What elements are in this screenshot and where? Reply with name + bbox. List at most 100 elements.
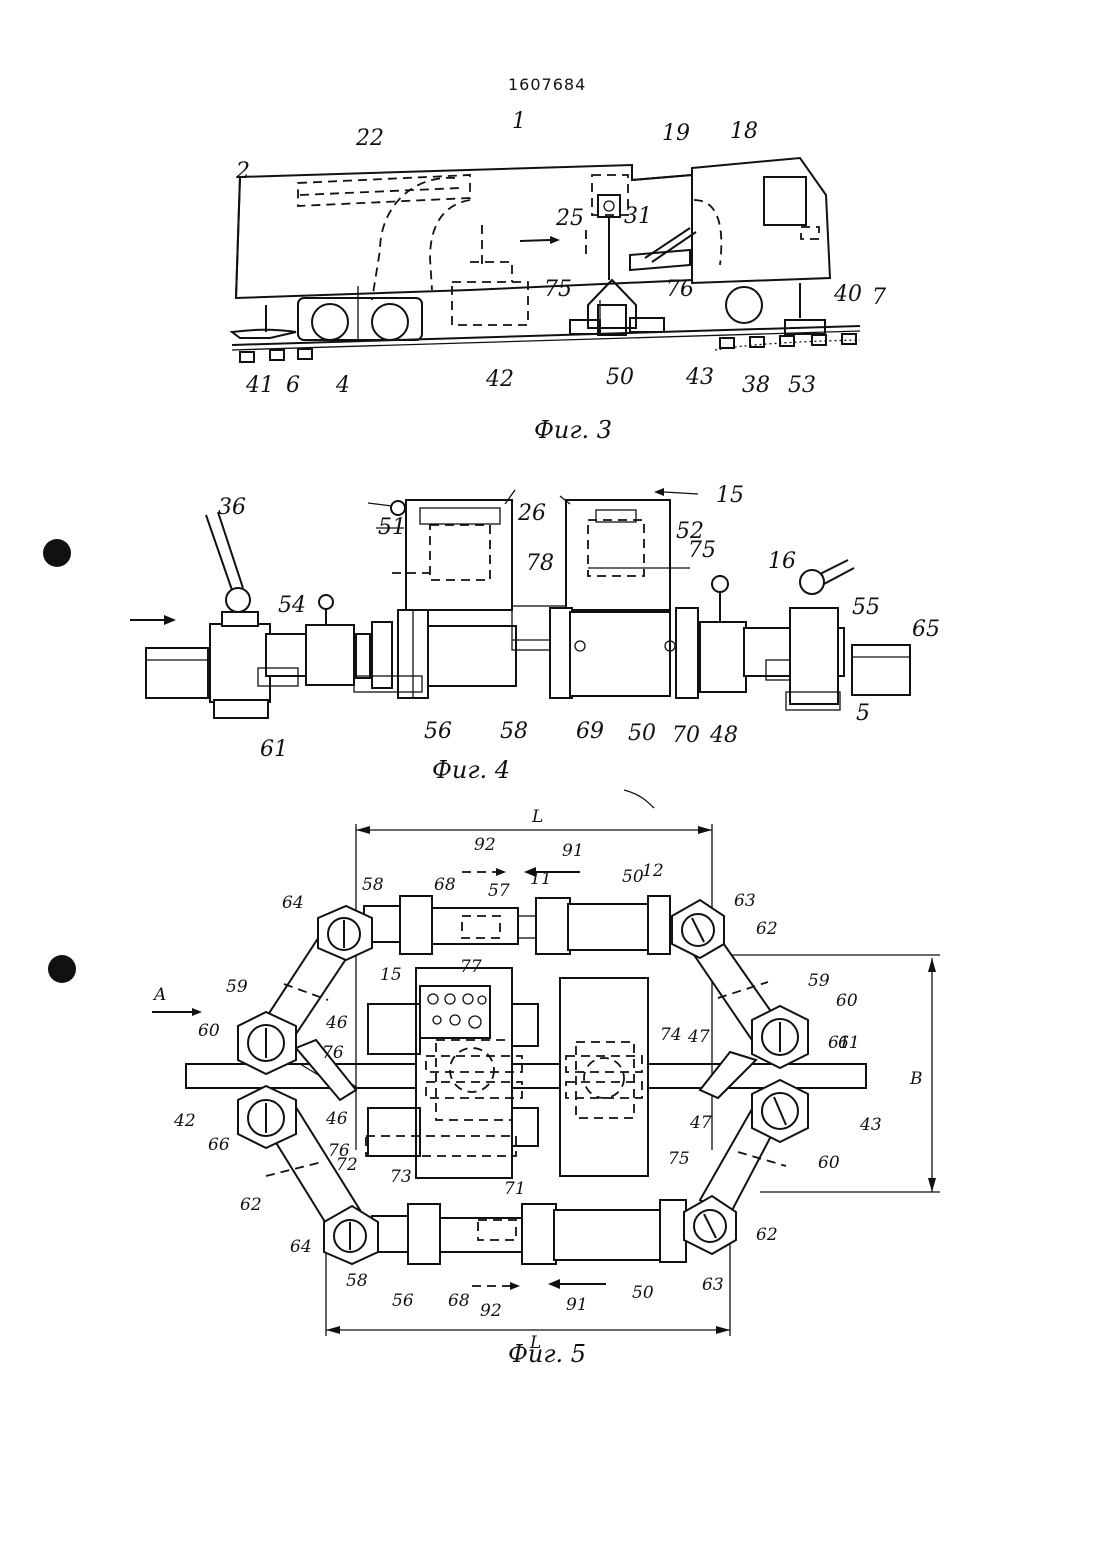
fig4-ref-label: 58 xyxy=(500,719,528,744)
fig5-ref-label: 60 xyxy=(198,1021,220,1041)
fig5-ref-label: 92 xyxy=(474,835,496,855)
fig5-ref-label: 63 xyxy=(702,1275,724,1295)
rail xyxy=(232,326,860,345)
fig4-ref-label: 69 xyxy=(576,719,604,744)
welder-50 xyxy=(570,612,670,696)
fig5-ref-label: 50 xyxy=(632,1283,654,1303)
fig3-ref-label: 38 xyxy=(742,373,770,398)
fig4-ref-label: 70 xyxy=(672,723,700,748)
fig5-ref-label: 62 xyxy=(240,1195,262,1215)
unit-52 xyxy=(566,500,670,610)
unit-51 xyxy=(406,500,512,610)
fig5-ref-label: 91 xyxy=(562,841,584,861)
fig5-ref-label: 15 xyxy=(380,965,402,985)
fig4-ref-label: 65 xyxy=(912,617,940,642)
fig4-caption: Фиг. 4 xyxy=(432,756,510,784)
fig3-ref-label: 7 xyxy=(872,285,886,310)
fig4-ref-label: 54 xyxy=(278,593,306,618)
cylinder-bottom xyxy=(554,1210,664,1260)
fig5-ref-label: 64 xyxy=(282,893,304,913)
fig4-ref-label: 61 xyxy=(260,737,288,762)
fig3-ref-label: 76 xyxy=(666,277,694,302)
fig5-ref-label: 59 xyxy=(226,977,248,997)
fig4-ref-label: 78 xyxy=(526,551,554,576)
fig3-ref-label: 53 xyxy=(788,373,816,398)
fig4-ref-label: 55 xyxy=(852,595,880,620)
fig5-ref-label: 57 xyxy=(488,881,510,901)
fig5-ref-label: 46 xyxy=(325,1013,348,1033)
fig5-ref-label: 58 xyxy=(346,1271,368,1291)
car-body xyxy=(236,165,692,298)
fig5-ref-label: B xyxy=(909,1069,923,1089)
rail-right-end xyxy=(852,645,910,695)
fig5-ref-label: 68 xyxy=(434,875,456,895)
fig5-ref-label: 62 xyxy=(756,1225,778,1245)
fig5-ref-label: 43 xyxy=(859,1115,882,1135)
fig5-ref-label: 73 xyxy=(390,1167,412,1187)
fig5-ref-label: 47 xyxy=(687,1027,710,1047)
fig5-ref-label: 42 xyxy=(173,1111,196,1131)
fig4-ref-label: 51 xyxy=(378,515,406,540)
fig5-ref-label: 75 xyxy=(668,1149,690,1169)
fig3-ref-label: 41 xyxy=(245,373,274,398)
fig5-ref-label: 46 xyxy=(325,1109,348,1129)
patent-number: 1607684 xyxy=(508,75,586,94)
fig4-ref-label: 56 xyxy=(424,719,452,744)
fig5-ref-label: 56 xyxy=(392,1291,414,1311)
fig5-ref-label: 59 xyxy=(808,971,830,991)
fig5-ref-label: 64 xyxy=(290,1237,312,1257)
fig5-ref-label: 60 xyxy=(818,1153,840,1173)
fig3-ref-label: 31 xyxy=(624,204,652,229)
fig5-ref-label: 60 xyxy=(836,991,858,1011)
fig3-ref-label: 2 xyxy=(235,159,250,184)
fig5-ref-label: 76 xyxy=(322,1043,344,1063)
punch-hole-top xyxy=(43,539,71,567)
fig3-ref-label: 42 xyxy=(485,367,514,392)
fig3-ref-label: 25 xyxy=(555,206,584,231)
rail-left-end xyxy=(146,648,208,698)
rail-center xyxy=(186,1064,866,1088)
fig5-ref-label: A xyxy=(152,985,166,1005)
fig4-ref-label: 36 xyxy=(218,495,246,520)
fig3-ref-label: 50 xyxy=(606,365,634,390)
fig5-ref-label: 63 xyxy=(734,891,756,911)
cylinder-top xyxy=(568,904,654,950)
fig4-ref-label: 16 xyxy=(768,549,796,574)
fig5-caption: Фиг. 5 xyxy=(508,1340,586,1368)
fig4-ref-label: 48 xyxy=(709,723,738,748)
fig3-ref-label: 75 xyxy=(544,277,572,302)
fig5-ref-label: 77 xyxy=(460,957,482,977)
fig4-ref-label: 5 xyxy=(856,701,870,726)
fig5-ref-label: 58 xyxy=(362,875,384,895)
fig3-ref-label: 6 xyxy=(286,373,300,398)
fig5-ref-label: 62 xyxy=(756,919,778,939)
fig5-ref-label: 76 xyxy=(328,1141,350,1161)
fig5-ref-label: 66 xyxy=(208,1135,230,1155)
figure-3 xyxy=(232,158,860,362)
punch-hole-bottom xyxy=(48,955,76,983)
fig4-ref-label: 26 xyxy=(517,501,546,526)
fig4-ref-label: 75 xyxy=(688,538,716,563)
fig5-ref-label: 50 xyxy=(622,867,644,887)
fig5-ref-label: 71 xyxy=(504,1179,526,1199)
fig5-ref-label: 91 xyxy=(566,1295,588,1315)
fig5-ref-label: 47 xyxy=(689,1113,712,1133)
fig5-ref-label: 61 xyxy=(838,1033,860,1053)
fig3-ref-label: 1 xyxy=(512,109,526,134)
fig3-ref-label: 19 xyxy=(662,121,690,146)
fig3-ref-label: 4 xyxy=(335,373,350,398)
fig3-ref-label: 18 xyxy=(730,119,758,144)
fig5-ref-label: 12 xyxy=(642,861,664,881)
fig5-ref-label: 68 xyxy=(448,1291,470,1311)
reference-labels: 1222191825317576407416442504338533626155… xyxy=(152,109,940,1353)
fig5-ref-label: 74 xyxy=(660,1025,682,1045)
fig3-caption: Фиг. 3 xyxy=(534,416,612,444)
fig4-ref-label: 15 xyxy=(716,483,744,508)
fig5-ref-label: 11 xyxy=(530,869,552,889)
fig5-ref-label: L xyxy=(531,807,543,827)
fig3-ref-label: 22 xyxy=(355,126,384,151)
fig3-ref-label: 43 xyxy=(685,365,714,390)
fig3-ref-label: 40 xyxy=(833,282,862,307)
cab xyxy=(692,158,830,283)
